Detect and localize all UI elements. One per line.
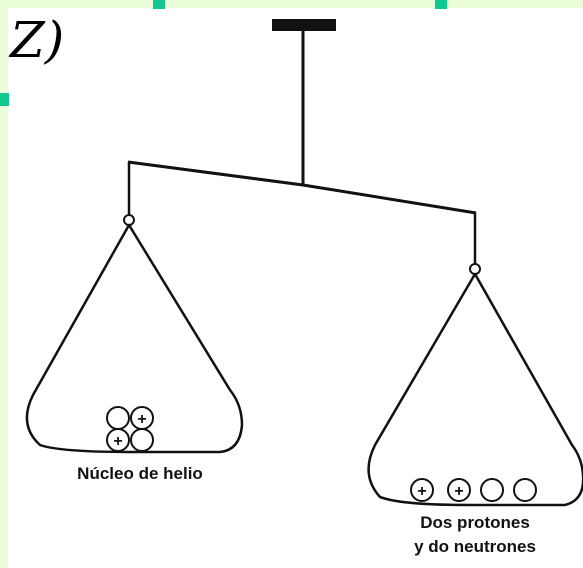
left-pan bbox=[25, 223, 244, 454]
proton-plus-sign: + bbox=[137, 411, 146, 428]
right-pan-label-line2: y do neutrones bbox=[414, 537, 536, 556]
hanger-bar bbox=[272, 19, 336, 31]
right-pan bbox=[367, 272, 583, 507]
balance-beam bbox=[127, 160, 477, 215]
proton bbox=[410, 478, 434, 502]
left-pivot-ring bbox=[123, 214, 135, 226]
frame-accent-mark bbox=[435, 0, 447, 9]
neutron bbox=[480, 478, 504, 502]
proton bbox=[106, 428, 130, 452]
frame-accent-mark bbox=[153, 0, 165, 9]
frame-accent-mark bbox=[0, 93, 9, 106]
left-pan-label: Núcleo de helio bbox=[77, 464, 203, 483]
neutron bbox=[106, 406, 130, 430]
figure-panel bbox=[8, 8, 583, 568]
right-pan-label-line1: Dos protones bbox=[420, 513, 530, 532]
proton bbox=[447, 478, 471, 502]
helium-nucleus: + + bbox=[106, 406, 154, 452]
separate-nucleons: + + bbox=[410, 478, 537, 502]
neutron bbox=[513, 478, 537, 502]
proton-plus-sign: + bbox=[113, 433, 122, 450]
neutron bbox=[130, 428, 154, 452]
question-label: Z) bbox=[10, 11, 65, 69]
proton-plus-sign: + bbox=[417, 483, 426, 500]
proton-plus-sign: + bbox=[454, 483, 463, 500]
right-pivot-ring bbox=[469, 263, 481, 275]
